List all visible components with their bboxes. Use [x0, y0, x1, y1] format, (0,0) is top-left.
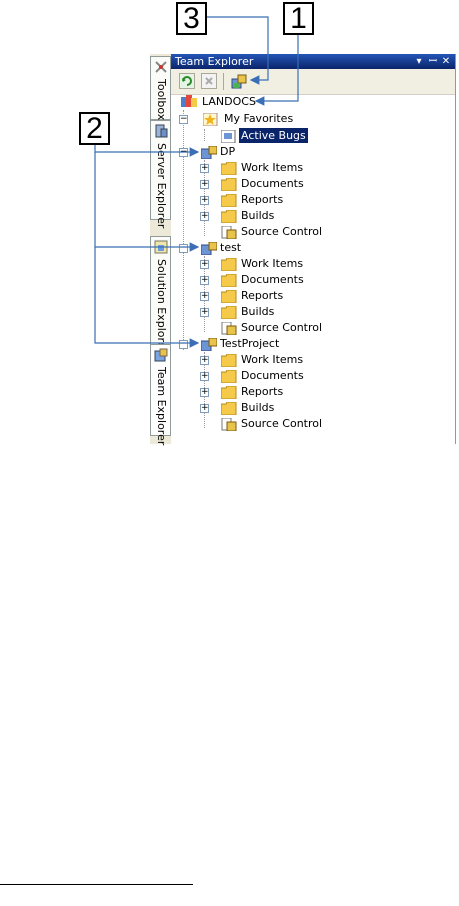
- work-items-label: Work Items: [241, 161, 304, 174]
- expander-documents[interactable]: +: [200, 275, 209, 285]
- tree-line: [204, 129, 205, 141]
- arrow-callout-2-test: [94, 152, 200, 252]
- expander-reports[interactable]: +: [200, 387, 209, 397]
- expander-builds[interactable]: +: [200, 211, 209, 221]
- folder-icon: [221, 162, 237, 175]
- project-testproject-label: TestProject: [220, 337, 280, 350]
- folder-icon: [221, 386, 237, 399]
- window-position-icon[interactable]: ▾: [416, 56, 422, 67]
- source-control-label: Source Control: [241, 321, 323, 334]
- work-items-label: Work Items: [241, 353, 304, 366]
- reports-label: Reports: [241, 193, 284, 206]
- arrow-callout-1: [254, 35, 299, 106]
- favorites-label: My Favorites: [224, 112, 294, 125]
- source-control-label: Source Control: [241, 225, 323, 238]
- expander-project-testproject[interactable]: −: [179, 339, 188, 349]
- callout-arrows: [94, 16, 299, 348]
- arrow-callout-2-dp: [94, 145, 200, 157]
- builds-label: Builds: [241, 401, 275, 414]
- source-control-icon: [221, 226, 237, 239]
- tab-server-explorer[interactable]: Server Explorer: [150, 120, 171, 228]
- builds-label: Builds: [241, 209, 275, 222]
- tree-line: [183, 110, 184, 350]
- footnote-rule: [0, 884, 193, 885]
- source-control-label: Source Control: [241, 417, 323, 430]
- reports-label: Reports: [241, 289, 284, 302]
- tab-server-explorer-label: Server Explorer: [155, 143, 168, 229]
- star-icon: [203, 113, 218, 126]
- tab-team-explorer-label: Team Explorer: [155, 367, 168, 446]
- tab-team-explorer[interactable]: Team Explorer: [150, 344, 171, 445]
- tab-solution-explorer-label: Solution Explorer: [155, 259, 168, 354]
- documents-label: Documents: [241, 369, 304, 382]
- project-test-label: test: [220, 241, 242, 254]
- team-project-icon: [201, 338, 217, 351]
- folder-icon: [221, 306, 237, 319]
- tab-toolbox[interactable]: Toolbox: [150, 56, 171, 120]
- toolbar-separator: [223, 73, 224, 90]
- arrow-callout-3: [207, 16, 269, 85]
- team-explorer-panel: Team Explorer ▾ ꟷ ✕ LANDOCS −: [171, 54, 456, 444]
- arrow-callout-2-testproject: [94, 247, 200, 348]
- expander-work-items[interactable]: +: [200, 163, 209, 173]
- expander-work-items[interactable]: +: [200, 259, 209, 269]
- expander-builds[interactable]: +: [200, 307, 209, 317]
- team-project-icon: [201, 242, 217, 255]
- expander-documents[interactable]: +: [200, 371, 209, 381]
- callout-2: 2: [79, 112, 110, 145]
- callout-3: 3: [176, 2, 207, 35]
- folder-icon: [221, 194, 237, 207]
- source-control-icon: [221, 322, 237, 335]
- query-icon: [221, 130, 236, 143]
- folder-icon: [221, 274, 237, 287]
- documents-label: Documents: [241, 177, 304, 190]
- folder-icon: [221, 402, 237, 415]
- close-icon[interactable]: ✕: [441, 56, 451, 67]
- project-dp-label: DP: [220, 145, 236, 158]
- source-control-icon: [221, 418, 237, 431]
- server-label: LANDOCS: [202, 95, 256, 108]
- expander-favorites[interactable]: −: [179, 114, 188, 124]
- panel-toolbar: [171, 69, 455, 95]
- expander-documents[interactable]: +: [200, 179, 209, 189]
- toolbox-icon: [155, 61, 167, 73]
- expander-reports[interactable]: +: [200, 291, 209, 301]
- folder-icon: [221, 370, 237, 383]
- refresh-icon: [180, 74, 194, 88]
- tab-toolbox-label: Toolbox: [155, 79, 168, 121]
- expander-work-items[interactable]: +: [200, 355, 209, 365]
- refresh-button[interactable]: [179, 73, 195, 89]
- folder-icon: [221, 290, 237, 303]
- work-items-label: Work Items: [241, 257, 304, 270]
- folder-icon: [221, 258, 237, 271]
- server-explorer-icon: [155, 124, 168, 138]
- add-existing-project-button[interactable]: [230, 73, 247, 89]
- delete-icon: [202, 74, 216, 88]
- folder-icon: [221, 210, 237, 223]
- team-explorer-icon: [154, 348, 168, 362]
- expander-builds[interactable]: +: [200, 403, 209, 413]
- remove-button[interactable]: [201, 73, 217, 89]
- add-project-icon: [231, 74, 247, 89]
- server-icon: [181, 95, 197, 107]
- builds-label: Builds: [241, 305, 275, 318]
- expander-reports[interactable]: +: [200, 195, 209, 205]
- callout-1: 1: [283, 2, 314, 35]
- team-project-icon: [201, 146, 217, 159]
- auto-hide-pin-icon[interactable]: ꟷ: [428, 56, 438, 67]
- panel-title: Team Explorer: [175, 55, 254, 68]
- active-bugs-label: Active Bugs: [239, 128, 308, 143]
- panel-title-bar: Team Explorer ▾ ꟷ ✕: [171, 54, 455, 69]
- folder-icon: [221, 354, 237, 367]
- documents-label: Documents: [241, 273, 304, 286]
- reports-label: Reports: [241, 385, 284, 398]
- folder-icon: [221, 178, 237, 191]
- expander-project-test[interactable]: −: [179, 243, 188, 253]
